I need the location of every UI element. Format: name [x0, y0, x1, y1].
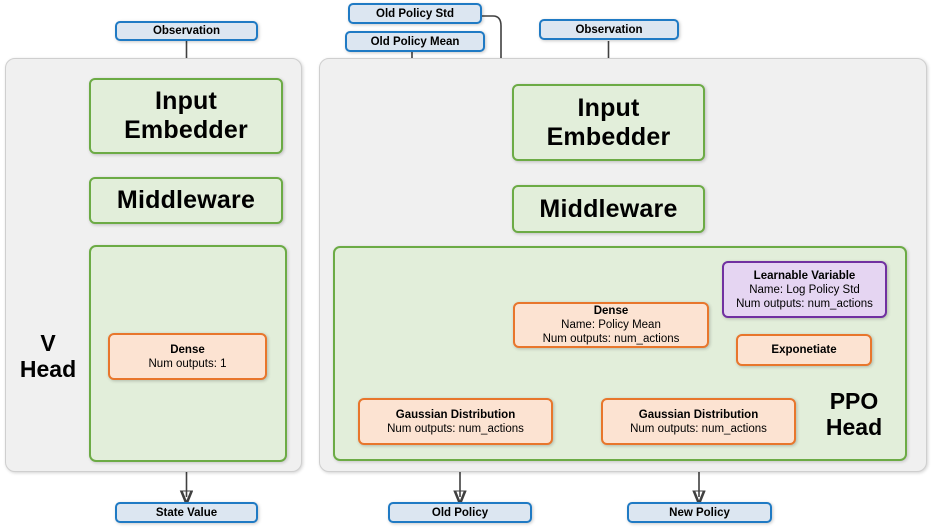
input-observation-left[interactable]: Observation: [115, 21, 258, 41]
gaussian-old-title: Gaussian Distribution: [395, 408, 516, 421]
v-head-middleware-label: Middleware: [116, 186, 256, 214]
input-old-policy-mean-label: Old Policy Mean: [370, 35, 460, 48]
output-old-policy[interactable]: Old Policy: [388, 502, 532, 523]
input-old-policy-mean[interactable]: Old Policy Mean: [345, 31, 485, 52]
ppo-head-label-line1: PPO: [829, 388, 879, 414]
ppo-head-dense-line3: Num outputs: num_actions: [542, 333, 680, 345]
output-new-policy-label: New Policy: [669, 506, 730, 519]
input-old-policy-std-label: Old Policy Std: [376, 7, 454, 20]
v-head-input-embedder[interactable]: Input Embedder: [89, 78, 283, 154]
learnable-variable-line2: Name: Log Policy Std: [749, 283, 860, 296]
ppo-head-dense-policy-mean[interactable]: Dense Name: Policy Mean Num outputs: num…: [513, 302, 709, 348]
gaussian-new-title: Gaussian Distribution: [638, 408, 759, 421]
output-old-policy-label: Old Policy: [431, 506, 489, 519]
input-old-policy-std[interactable]: Old Policy Std: [348, 3, 482, 24]
output-state-value-label: State Value: [155, 506, 218, 519]
ppo-head-label: PPO Head: [808, 388, 900, 440]
output-state-value[interactable]: State Value: [115, 502, 258, 523]
ppo-head-learnable-variable[interactable]: Learnable Variable Name: Log Policy Std …: [722, 261, 887, 318]
v-head-label: V Head: [12, 330, 84, 382]
ppo-head-dense-title: Dense: [593, 305, 629, 317]
input-observation-right-label: Observation: [575, 23, 643, 36]
ppo-head-gaussian-new[interactable]: Gaussian Distribution Num outputs: num_a…: [601, 398, 796, 445]
v-head-label-line2: Head: [19, 356, 77, 382]
v-head-dense[interactable]: Dense Num outputs: 1: [108, 333, 267, 380]
v-head-middleware[interactable]: Middleware: [89, 177, 283, 224]
learnable-variable-line3: Num outputs: num_actions: [736, 297, 873, 310]
ppo-head-dense-line2: Name: Policy Mean: [561, 319, 661, 331]
gaussian-old-line2: Num outputs: num_actions: [387, 422, 524, 435]
v-head-label-line1: V: [40, 330, 56, 356]
v-head-dense-line2: Num outputs: 1: [148, 357, 227, 370]
exponetiate-title: Exponetiate: [771, 344, 837, 356]
ppo-head-input-embedder-label: Input Embedder: [546, 93, 671, 151]
ppo-head-label-line2: Head: [825, 414, 883, 440]
input-observation-left-label: Observation: [152, 25, 221, 37]
ppo-head-exponetiate[interactable]: Exponetiate: [736, 334, 872, 366]
ppo-head-input-embedder[interactable]: Input Embedder: [512, 84, 705, 161]
v-head-input-embedder-label: Input Embedder: [124, 87, 248, 144]
output-new-policy[interactable]: New Policy: [627, 502, 772, 523]
gaussian-new-line2: Num outputs: num_actions: [630, 422, 767, 435]
input-observation-right[interactable]: Observation: [539, 19, 679, 40]
ppo-head-middleware-label: Middleware: [539, 194, 678, 223]
ppo-head-gaussian-old[interactable]: Gaussian Distribution Num outputs: num_a…: [358, 398, 553, 445]
v-head-dense-title: Dense: [170, 343, 205, 356]
ppo-head-middleware[interactable]: Middleware: [512, 185, 705, 233]
learnable-variable-title: Learnable Variable: [753, 269, 856, 282]
